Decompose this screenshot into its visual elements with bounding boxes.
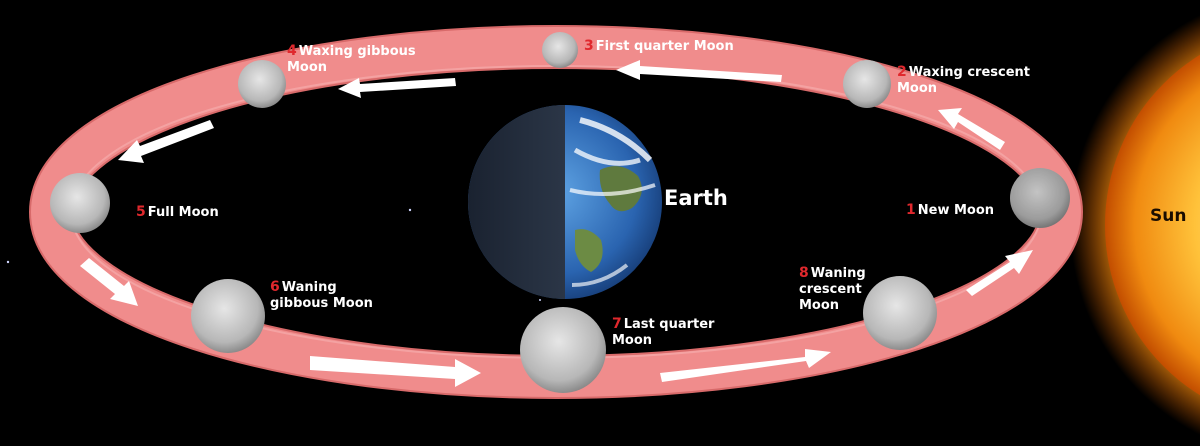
moon-1-new — [1010, 168, 1070, 228]
orbit-arrow — [338, 78, 456, 98]
moon-2-waxing-crescent — [843, 60, 891, 108]
orbit-arrow — [616, 60, 782, 82]
orbit-arrows — [80, 60, 1033, 387]
orbit-arrow — [310, 356, 481, 387]
earth-label: Earth — [664, 186, 728, 210]
moon-4-waxing-gibbous — [238, 60, 286, 108]
sun-label: Sun — [1150, 206, 1187, 226]
moon-6-waning-gibbous — [191, 279, 265, 353]
moon-7-last-quarter — [520, 307, 606, 393]
earth — [468, 105, 662, 299]
stars — [6, 208, 541, 301]
sun — [1070, 14, 1200, 436]
moon-5-full — [50, 173, 110, 233]
moon-8-waning-crescent — [863, 276, 937, 350]
orbit-arrow — [80, 258, 138, 306]
orbit-arrow — [938, 108, 1005, 150]
orbit-arrow — [118, 120, 214, 163]
orbit-arrow — [660, 349, 831, 382]
moons — [50, 32, 1070, 393]
moon-3-first-quarter — [542, 32, 578, 68]
orbit-arrow — [966, 250, 1033, 296]
